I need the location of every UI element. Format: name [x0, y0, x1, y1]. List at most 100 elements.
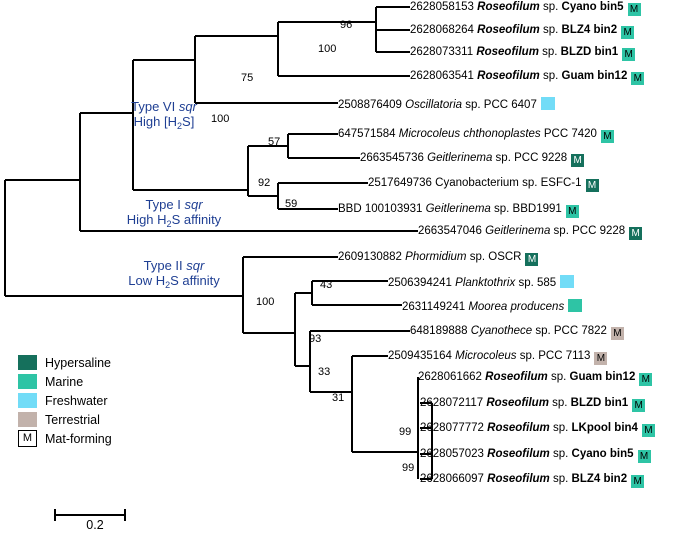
tip-species-abbrev: sp. — [538, 46, 561, 58]
clade-annotation-type-ii-line2: Low H2S affinity — [128, 273, 220, 290]
tip-genus: Roseofilum — [477, 70, 540, 82]
tip-genus: Geitlerinema — [485, 225, 551, 237]
tip-strain: PCC 6407 — [483, 99, 537, 111]
tip-strain: PCC 7420 — [543, 128, 597, 140]
clade-annotation-type-i: Type I sqr High H2S affinity — [84, 197, 264, 232]
legend-label: Hypersaline — [45, 355, 112, 370]
tip-genus: Microcoleus — [455, 350, 517, 362]
tip-strain: BLZD bin1 — [570, 397, 629, 409]
tip-genus: Microcoleus chthonoplastes — [398, 128, 541, 140]
tip-species-abbrev: sp. — [539, 70, 562, 82]
tip-genus: Geitlerinema — [425, 203, 491, 215]
clade-annotation-type-i-line2: High H2S affinity — [126, 212, 222, 229]
bootstrap-value: 43 — [320, 279, 333, 291]
clade-annotation-type-vi-line1: Type VI sqr — [131, 99, 197, 114]
tip-genus: Moorea producens — [468, 301, 565, 313]
tip-accession: 2628063541 — [410, 70, 478, 82]
mat-forming-badge: M — [585, 179, 599, 192]
tip-species-abbrev: sp. — [515, 277, 537, 289]
tip-species-abbrev: sp. — [549, 473, 572, 485]
tip-species-abbrev: sp. — [549, 448, 572, 460]
bootstrap-value: 99 — [399, 426, 412, 438]
tree-tip-label: 2508876409 Oscillatoria sp. PCC 6407 — [338, 97, 555, 111]
tip-strain: 585 — [536, 277, 557, 289]
tip-accession: 2506394241 — [388, 277, 456, 289]
legend-item: Freshwater — [18, 391, 112, 410]
tip-species-abbrev: sp. — [548, 397, 571, 409]
bootstrap-value: 93 — [309, 333, 322, 345]
tip-genus: Roseofilum — [477, 1, 540, 13]
legend-label: Mat-forming — [45, 431, 112, 446]
legend-item: Hypersaline — [18, 353, 112, 372]
mat-forming-badge: M — [525, 253, 539, 266]
habitat-swatch — [568, 299, 583, 312]
tip-species-abbrev: sp. — [547, 371, 570, 383]
tip-genus: Roseofilum — [485, 371, 548, 383]
mat-forming-badge: M — [641, 424, 655, 437]
tip-species-abbrev: sp. — [490, 203, 513, 215]
tip-strain: BLZ4 bin2 — [571, 473, 628, 485]
tip-species-abbrev: sp. — [549, 422, 572, 434]
tip-genus: Roseofilum — [476, 46, 539, 58]
legend-label: Freshwater — [45, 393, 108, 408]
mat-forming-badge: M — [639, 373, 653, 386]
tip-strain: Guam bin12 — [561, 70, 628, 82]
bootstrap-value: 33 — [318, 366, 331, 378]
bootstrap-value: 59 — [285, 198, 298, 210]
mat-forming-badge: M — [632, 399, 646, 412]
tip-accession: 2628068264 — [410, 24, 478, 36]
legend-item: Marine — [18, 372, 112, 391]
mat-forming-badge: M — [631, 72, 645, 85]
tip-strain: LKpool bin4 — [571, 422, 638, 434]
bootstrap-value: 92 — [258, 177, 271, 189]
tip-species-abbrev: sp. — [462, 99, 484, 111]
tip-genus: Cyanobacterium — [435, 177, 519, 189]
tip-strain: Guam bin12 — [569, 371, 636, 383]
tip-genus: Roseofilum — [487, 422, 550, 434]
tip-strain: Cyano bin5 — [571, 448, 634, 460]
tip-strain: BLZD bin1 — [560, 46, 619, 58]
tip-genus: Oscillatoria — [405, 99, 463, 111]
tip-accession: 2663547046 — [418, 225, 486, 237]
tip-strain: Cyano bin5 — [561, 1, 624, 13]
tip-species-abbrev: sp. — [518, 177, 541, 189]
tip-species-abbrev: sp. — [492, 152, 515, 164]
mat-forming-badge: M — [622, 48, 636, 61]
tree-tip-label: 2631149241 Moorea producens — [402, 299, 583, 313]
tip-accession: 2628057023 — [420, 448, 488, 460]
tip-accession: 2609130882 — [338, 251, 406, 263]
mat-forming-badge: M — [600, 130, 614, 143]
mat-forming-badge: M — [571, 154, 585, 167]
tip-strain: PCC 9228 — [514, 152, 568, 164]
bootstrap-value: 96 — [340, 19, 353, 31]
mat-forming-badge: M — [621, 26, 635, 39]
bootstrap-value: 57 — [268, 136, 281, 148]
legend-color-swatch — [18, 412, 37, 427]
tip-accession: 647571584 — [338, 128, 399, 140]
tip-species-abbrev: sp. — [516, 350, 539, 362]
clade-annotation-type-vi-line2: High [H2S] — [133, 114, 195, 131]
mat-forming-badge: M — [627, 3, 641, 16]
tip-accession: 2508876409 — [338, 99, 406, 111]
tip-genus: Planktothrix — [455, 277, 516, 289]
tip-genus: Roseofilum — [487, 473, 550, 485]
tip-species-abbrev: sp. — [466, 251, 489, 263]
habitat-swatch — [560, 275, 575, 288]
scale-bar — [54, 509, 126, 521]
habitat-swatch — [540, 97, 555, 110]
tip-accession: 2628077772 — [420, 422, 488, 434]
